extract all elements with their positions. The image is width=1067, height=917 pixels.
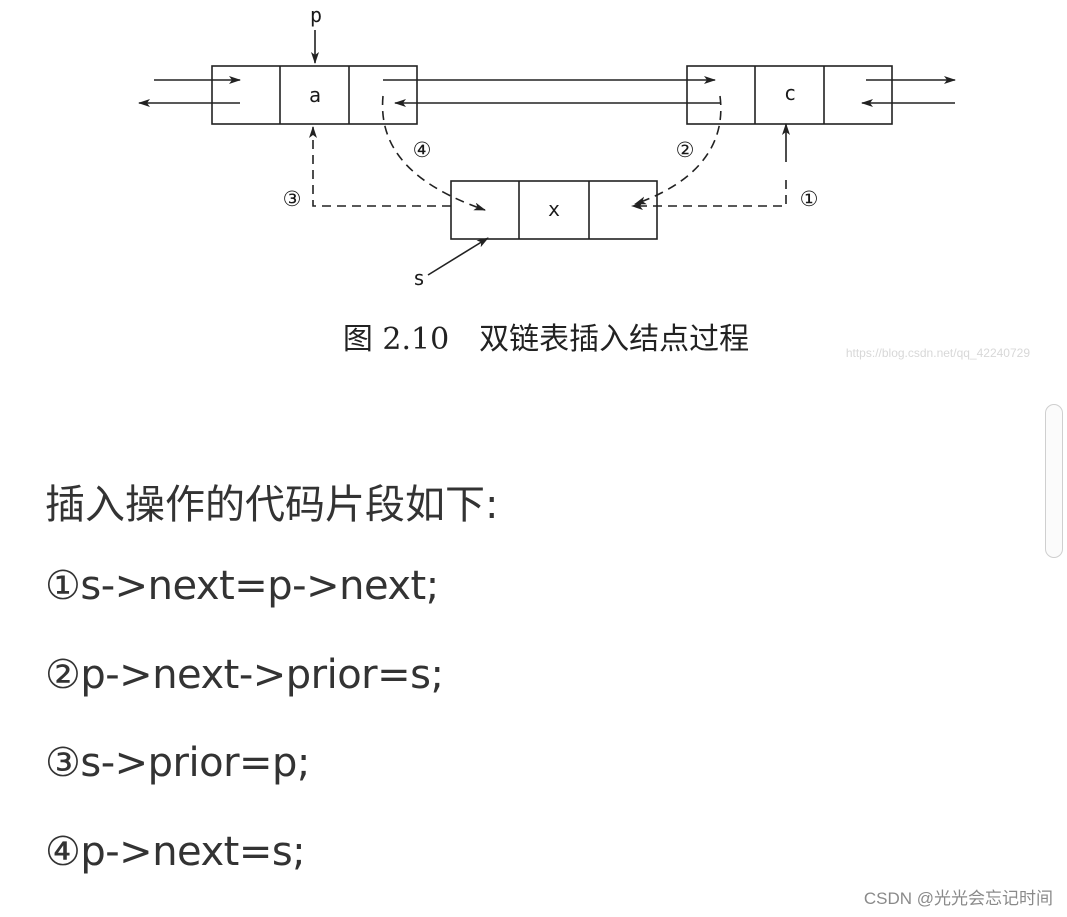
figure-caption: 图 2.10 双链表插入结点过程 <box>343 322 749 357</box>
doubly-linked-list-insertion-diagram: a c x p s ① ② ③ ④ 图 2.10 双链表插入结点过 <box>138 3 1030 360</box>
step-1-link <box>631 180 787 210</box>
node-a-label: a <box>309 83 321 107</box>
step-4-link <box>381 95 486 211</box>
step-2-link <box>634 95 722 205</box>
step-1-label: ① <box>800 187 819 211</box>
node-x-box <box>450 180 658 240</box>
code-line-3: ③s->prior=p; <box>45 740 310 786</box>
step-3-link <box>309 126 451 207</box>
node-a-box <box>211 65 418 125</box>
step-4-label: ④ <box>413 138 432 162</box>
node-a <box>211 65 418 125</box>
node-x-label: x <box>548 197 560 221</box>
step-3-label: ③ <box>283 187 302 211</box>
code-line-1: ①s->next=p->next; <box>45 563 439 609</box>
node-x <box>450 180 658 240</box>
figure-watermark: https://blog.csdn.net/qq_42240729 <box>846 346 1030 360</box>
node-c-label: c <box>784 81 796 105</box>
code-line-2: ②p->next->prior=s; <box>45 652 444 698</box>
code-line-4: ④p->next=s; <box>45 829 306 875</box>
step-2-label: ② <box>676 138 695 162</box>
footer-watermark: CSDN @光光会忘记时间 <box>863 889 1053 908</box>
pointer-p-label: p <box>310 3 322 27</box>
pointer-s-label: s <box>413 266 425 290</box>
scrollbar-thumb[interactable] <box>1045 404 1063 558</box>
code-heading: 插入操作的代码片段如下: <box>45 482 499 528</box>
pointer-s-arrow <box>427 237 489 276</box>
